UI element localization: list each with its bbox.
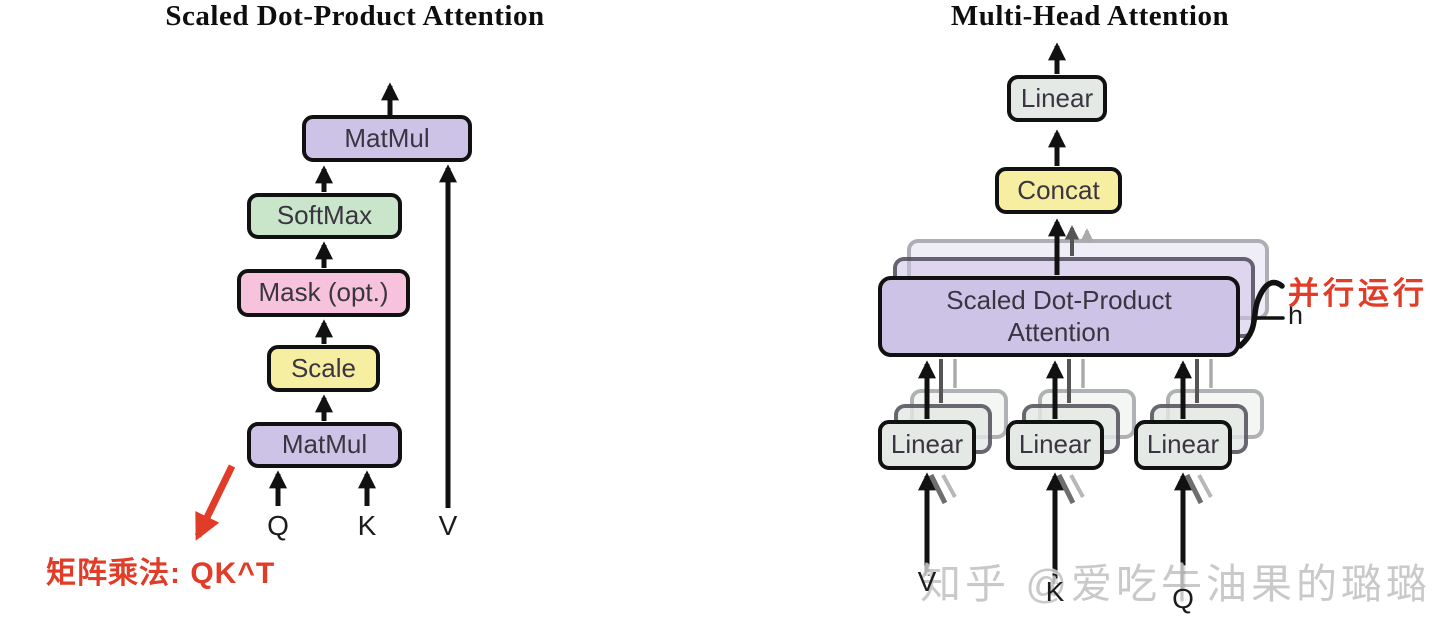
linear-q-box: Linear bbox=[1134, 420, 1232, 470]
left-diagram-title: Scaled Dot-Product Attention bbox=[165, 0, 545, 32]
mask-box: Mask (opt.) bbox=[237, 269, 410, 317]
q-label-left: Q bbox=[267, 510, 289, 541]
red-annotation-arrow bbox=[194, 464, 236, 541]
k-label-left: K bbox=[357, 510, 377, 541]
attention-box-label-line1: Scaled Dot-Product bbox=[946, 285, 1172, 316]
q-label-right: Q bbox=[1172, 583, 1194, 614]
v-label-right: V bbox=[917, 566, 937, 597]
softmax-box: SoftMax bbox=[247, 193, 402, 239]
h-label: h bbox=[1288, 300, 1304, 330]
concat-box: Concat bbox=[995, 167, 1122, 214]
ghost-wedge-q-2 bbox=[1197, 474, 1213, 498]
ghost-wedge-v-1 bbox=[928, 473, 948, 505]
matmul-top-box: MatMul bbox=[302, 115, 472, 162]
linear-k-box: Linear bbox=[1006, 420, 1104, 470]
watermark: 知乎 @爱吃牛油果的璐璐 bbox=[920, 561, 1432, 607]
ghost-wedge-v-2 bbox=[941, 474, 957, 498]
matmul-annotation: 矩阵乘法: QK^T bbox=[46, 557, 276, 590]
right-diagram-title: Multi-Head Attention bbox=[950, 0, 1230, 32]
attention-box-label: Scaled Dot-Product Attention bbox=[946, 285, 1171, 347]
matmul-bottom-box: MatMul bbox=[247, 422, 402, 468]
ghost-wedge-k-1 bbox=[1056, 473, 1076, 505]
linear-v-box: Linear bbox=[878, 420, 976, 470]
ghost-wedge-k-2 bbox=[1069, 474, 1085, 498]
attention-box-label-line2: Attention bbox=[1007, 316, 1111, 347]
parallel-annotation: 并行运行 bbox=[1288, 276, 1428, 311]
ghost-wedge-q-1 bbox=[1184, 473, 1204, 505]
linear-top-box: Linear bbox=[1007, 75, 1107, 122]
scaled-dot-product-attention-box: Scaled Dot-Product Attention bbox=[878, 276, 1240, 357]
k-label-right: K bbox=[1045, 576, 1065, 607]
scale-box: Scale bbox=[267, 345, 380, 392]
v-label-left: V bbox=[438, 510, 458, 541]
